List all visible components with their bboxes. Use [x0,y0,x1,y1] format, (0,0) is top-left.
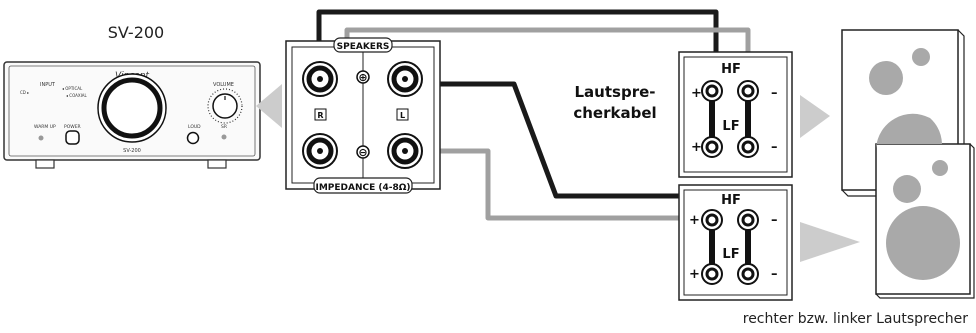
speaker-front [875,143,975,299]
minus-lf-top: – [771,140,778,155]
sr-led [221,134,227,140]
loud-label: LOUD [188,124,201,130]
top-lf-negative-post[interactable] [737,136,759,158]
top-lf-positive-post[interactable] [701,136,723,158]
lf-label-bottom: LF [722,247,739,262]
plus-hf-top: + [691,86,702,101]
terminal-right-positive[interactable] [302,61,338,97]
hf-label-top: HF [721,62,741,77]
amplifier-foot-left [35,159,55,169]
cable-label-line1: Lautspre- [575,83,656,101]
plus-hf-bottom: + [689,213,700,228]
top-hf-negative-post[interactable] [737,80,759,102]
speaker-terminal-panel: SPEAKERS IMPEDANCE (4-8Ω) ⊕ ⊖ R L [285,37,441,194]
loud-knob[interactable] [186,131,200,145]
speaker-back-woofer [876,113,942,148]
input-option-cd: CD ▸ [20,90,29,95]
volume-label: VOLUME [213,82,234,88]
terminal-left-negative[interactable] [387,133,423,169]
speaker-front-tweeter [893,175,921,203]
speaker-terminal-box-top: HF LF + + – – [678,51,793,178]
speaker-front-woofer [886,206,960,280]
amplifier-model-label: SV-200 [108,23,164,42]
input-option-coaxial: ◂ COAXIAL [66,93,88,98]
sr-label: SR [221,124,227,130]
speakers-caption: rechter bzw. linker Lautsprecher [743,311,968,327]
terminal-left-positive[interactable] [387,61,423,97]
impedance-label: IMPEDANCE (4-8Ω) [315,183,410,193]
bottom-hf-positive-post[interactable] [701,209,723,231]
speaker-terminal-box-bottom: HF LF + + – – [678,184,793,301]
direction-arrow-amp [256,84,282,128]
lf-label-top: LF [722,119,739,134]
plus-lf-top: + [691,140,702,155]
direction-arrow-bottom-speaker [800,222,860,262]
hf-label-bottom: HF [721,193,741,208]
cable-label-line2: cherkabel [573,104,656,122]
top-hf-positive-post[interactable] [701,80,723,102]
input-label: INPUT [40,82,56,88]
panel-plus-symbol: ⊕ [358,71,367,84]
warmup-label: WARM UP [34,124,56,130]
right-channel-label: R [317,111,323,120]
volume-scale [207,88,243,124]
bottom-lf-positive-post[interactable] [701,263,723,285]
left-channel-label: L [400,111,405,120]
power-label: POWER [64,124,81,130]
amplifier-front-model: SV-200 [123,148,141,154]
bottom-hf-negative-post[interactable] [737,209,759,231]
warmup-led [38,135,44,141]
amplifier-foot-right [207,159,227,169]
minus-lf-bottom: – [771,267,778,282]
amplifier: SV-200 Vincent SV-200 INPUT CD ▸ ◂ OPTIC… [3,23,261,169]
plus-lf-bottom: + [689,267,700,282]
direction-arrow-top-speaker [800,95,830,138]
minus-hf-bottom: – [771,213,778,228]
power-button[interactable] [65,130,80,145]
volume-knob[interactable] [212,93,238,119]
input-option-optical: ◂ OPTICAL [62,86,83,91]
speaker-back-tweeter [869,61,903,95]
speakers-label: SPEAKERS [337,42,390,52]
cable-left-negative [410,148,719,223]
bottom-lf-negative-post[interactable] [737,263,759,285]
terminal-right-negative[interactable] [302,133,338,169]
minus-hf-top: – [771,86,778,101]
panel-minus-symbol: ⊖ [358,146,367,159]
